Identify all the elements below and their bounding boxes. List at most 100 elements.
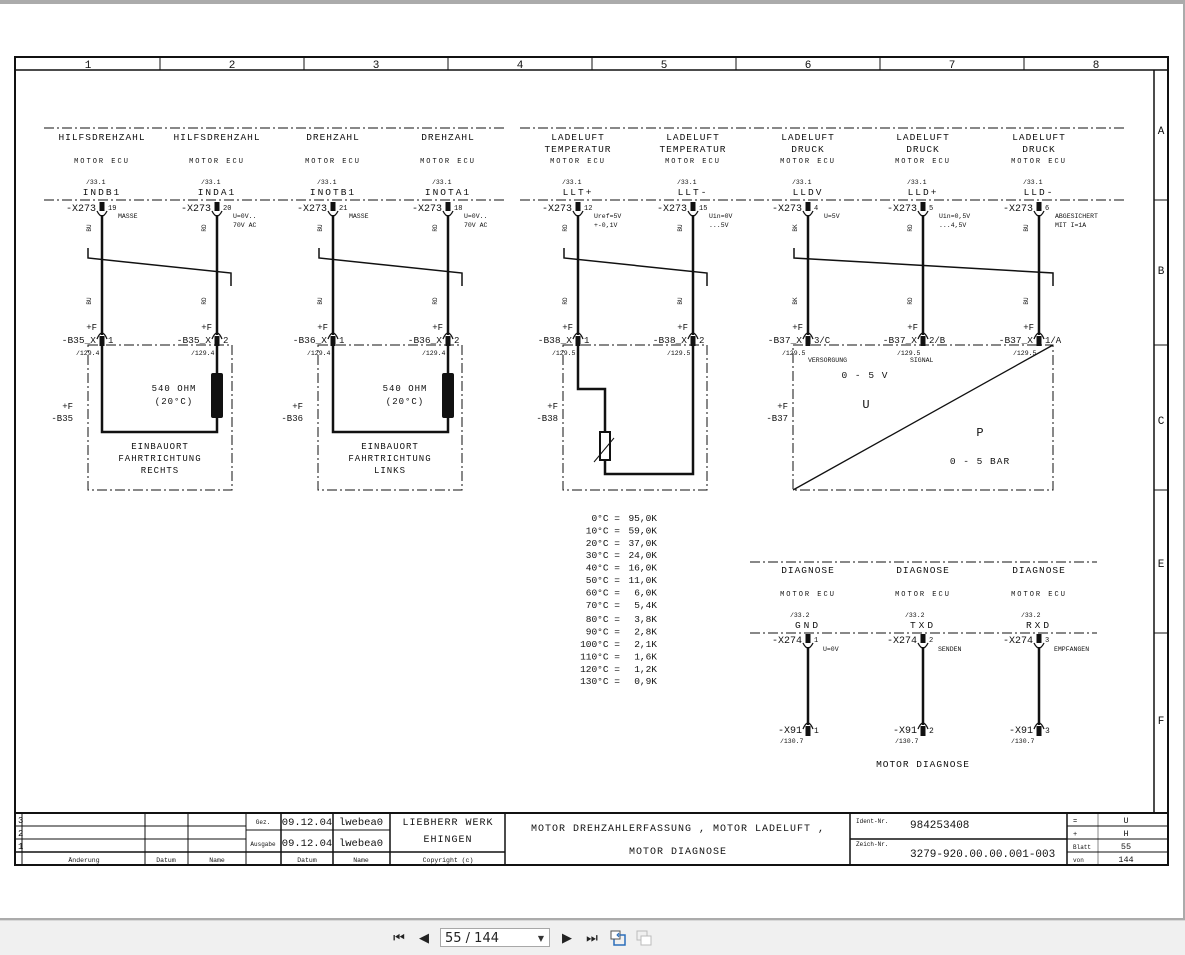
signal-note: Uin=0V xyxy=(709,213,733,220)
row-label: B xyxy=(1158,266,1165,278)
location-label: +F xyxy=(1023,323,1034,333)
pin-number: 3 xyxy=(1045,727,1050,736)
signal-name: INDB1 xyxy=(83,187,122,198)
circuit-title: LADELUFT xyxy=(551,132,605,143)
ecu-label: MOTOR ECU xyxy=(780,591,836,599)
ecu-label: MOTOR ECU xyxy=(895,158,951,166)
temperature-value: 90°C = xyxy=(586,627,621,638)
mounting-label: FAHRTRICHTUNG xyxy=(348,454,431,464)
ecu-label: MOTOR ECU xyxy=(780,158,836,166)
diagnose-title: DIAGNOSE xyxy=(1012,565,1066,576)
resistance-label: 540 OHM xyxy=(383,384,428,394)
pin-number: 20 xyxy=(223,205,231,213)
cross-reference: /33.1 xyxy=(907,179,927,186)
ecu-label: MOTOR ECU xyxy=(305,158,361,166)
sensor-connector-label: -B36_X xyxy=(408,335,443,346)
pin-number: 3/C xyxy=(814,336,831,346)
column-header: Änderung xyxy=(68,856,99,864)
cross-reference: /33.1 xyxy=(1023,179,1043,186)
circuit-title: HILFSDREHZAHL xyxy=(173,132,260,143)
cross-reference: /33.1 xyxy=(317,179,337,186)
component-wire xyxy=(603,345,695,476)
column-label: 4 xyxy=(517,60,524,72)
cross-reference: /33.1 xyxy=(562,179,582,186)
pin-number: 1 xyxy=(108,336,113,346)
cable-shield xyxy=(793,248,1054,286)
wire-color-label: BU xyxy=(1023,224,1030,232)
sensor-socket xyxy=(442,332,454,340)
signal-name: LLT+ xyxy=(563,187,594,198)
resistance-value: 95,0K xyxy=(628,513,657,524)
end-pin xyxy=(1036,726,1042,736)
sensor-connector-label: -B38_X xyxy=(538,335,573,346)
cross-reference: /33.2 xyxy=(1021,612,1041,619)
pin-number: 21 xyxy=(339,205,347,213)
resistance-value: 11,0K xyxy=(628,575,657,586)
pin-number: 2 xyxy=(223,336,228,346)
voltage-range: 0 - 5 V xyxy=(842,370,889,381)
sensor-socket xyxy=(327,332,339,340)
pin-number: 1 xyxy=(339,336,344,346)
sensor-connector-label: -B37_X xyxy=(999,335,1034,346)
page-number-select[interactable]: 55 / 144▼ xyxy=(440,928,550,947)
first-page-button[interactable]: ⏮ xyxy=(390,929,408,947)
cross-reference: /129.4 xyxy=(191,350,215,357)
cross-reference: /33.2 xyxy=(790,612,810,619)
cross-reference: /129.4 xyxy=(76,350,100,357)
wire-color-label: RD xyxy=(432,297,439,305)
cross-reference: /33.1 xyxy=(432,179,452,186)
component-name: -B35 xyxy=(51,414,73,424)
temperature-value: 40°C = xyxy=(586,563,621,574)
wire-color-label: RD xyxy=(907,297,914,305)
next-page-button[interactable]: ▶ xyxy=(558,929,576,947)
ecu-label: MOTOR ECU xyxy=(1011,158,1067,166)
circuit-title: DRUCK xyxy=(791,144,825,155)
temperature-value: 20°C = xyxy=(586,538,621,549)
cross-reference: /33.2 xyxy=(905,612,925,619)
signal-note: ABGESICHERT xyxy=(1055,213,1098,220)
location-label: +F xyxy=(677,323,688,333)
pin-function-label: SIGNAL xyxy=(910,357,934,364)
sensor-pin xyxy=(575,336,581,346)
thermistor-slash xyxy=(593,437,615,463)
circuit-title: LADELUFT xyxy=(781,132,835,143)
fit-page-button[interactable] xyxy=(609,929,627,947)
signal-name: RXD xyxy=(1026,620,1052,631)
location-label: +F xyxy=(547,402,558,412)
pin-number: 15 xyxy=(699,205,707,213)
signal-note: EMPFANGEN xyxy=(1054,646,1089,653)
last-page-button[interactable]: ⏭ xyxy=(583,929,601,947)
row-label: C xyxy=(1158,416,1165,428)
drawing-number: 3279-920.00.00.001-003 xyxy=(910,849,1055,861)
connector-label: -X273 xyxy=(181,204,211,215)
signal-name: TXD xyxy=(910,620,936,631)
sensor-pin xyxy=(330,336,336,346)
fit-width-button[interactable] xyxy=(635,929,653,947)
circuit-title: DRUCK xyxy=(906,144,940,155)
pin-number: 1 xyxy=(814,637,818,645)
speed-sensor-coil xyxy=(442,373,454,418)
gez-label: Gez. xyxy=(256,819,270,826)
component-name: -B37 xyxy=(766,414,788,424)
cross-reference: /33.1 xyxy=(86,179,106,186)
temperature-value: 10°C = xyxy=(586,525,621,536)
location-label: +F xyxy=(907,323,918,333)
fit-page-icon xyxy=(610,930,626,946)
previous-page-button[interactable]: ◀ xyxy=(415,929,433,947)
wire-color-label: RD xyxy=(201,224,208,232)
sensor-socket xyxy=(96,332,108,340)
resistance-value: 6,0K xyxy=(634,587,657,598)
sensor-pin xyxy=(920,336,926,346)
signal-name: LLD- xyxy=(1024,187,1055,198)
signal-name: INOTA1 xyxy=(425,187,471,198)
signal-name: GND xyxy=(795,620,821,631)
wire-color-label: BU xyxy=(86,297,93,305)
connector-pin xyxy=(805,634,811,643)
location-label: +F xyxy=(86,323,97,333)
revision-number: 1 xyxy=(18,842,23,852)
end-socket xyxy=(917,722,929,730)
wire-color-label: BK xyxy=(792,224,799,232)
mounting-label: LINKS xyxy=(374,466,406,476)
von-label: von xyxy=(1073,857,1084,864)
